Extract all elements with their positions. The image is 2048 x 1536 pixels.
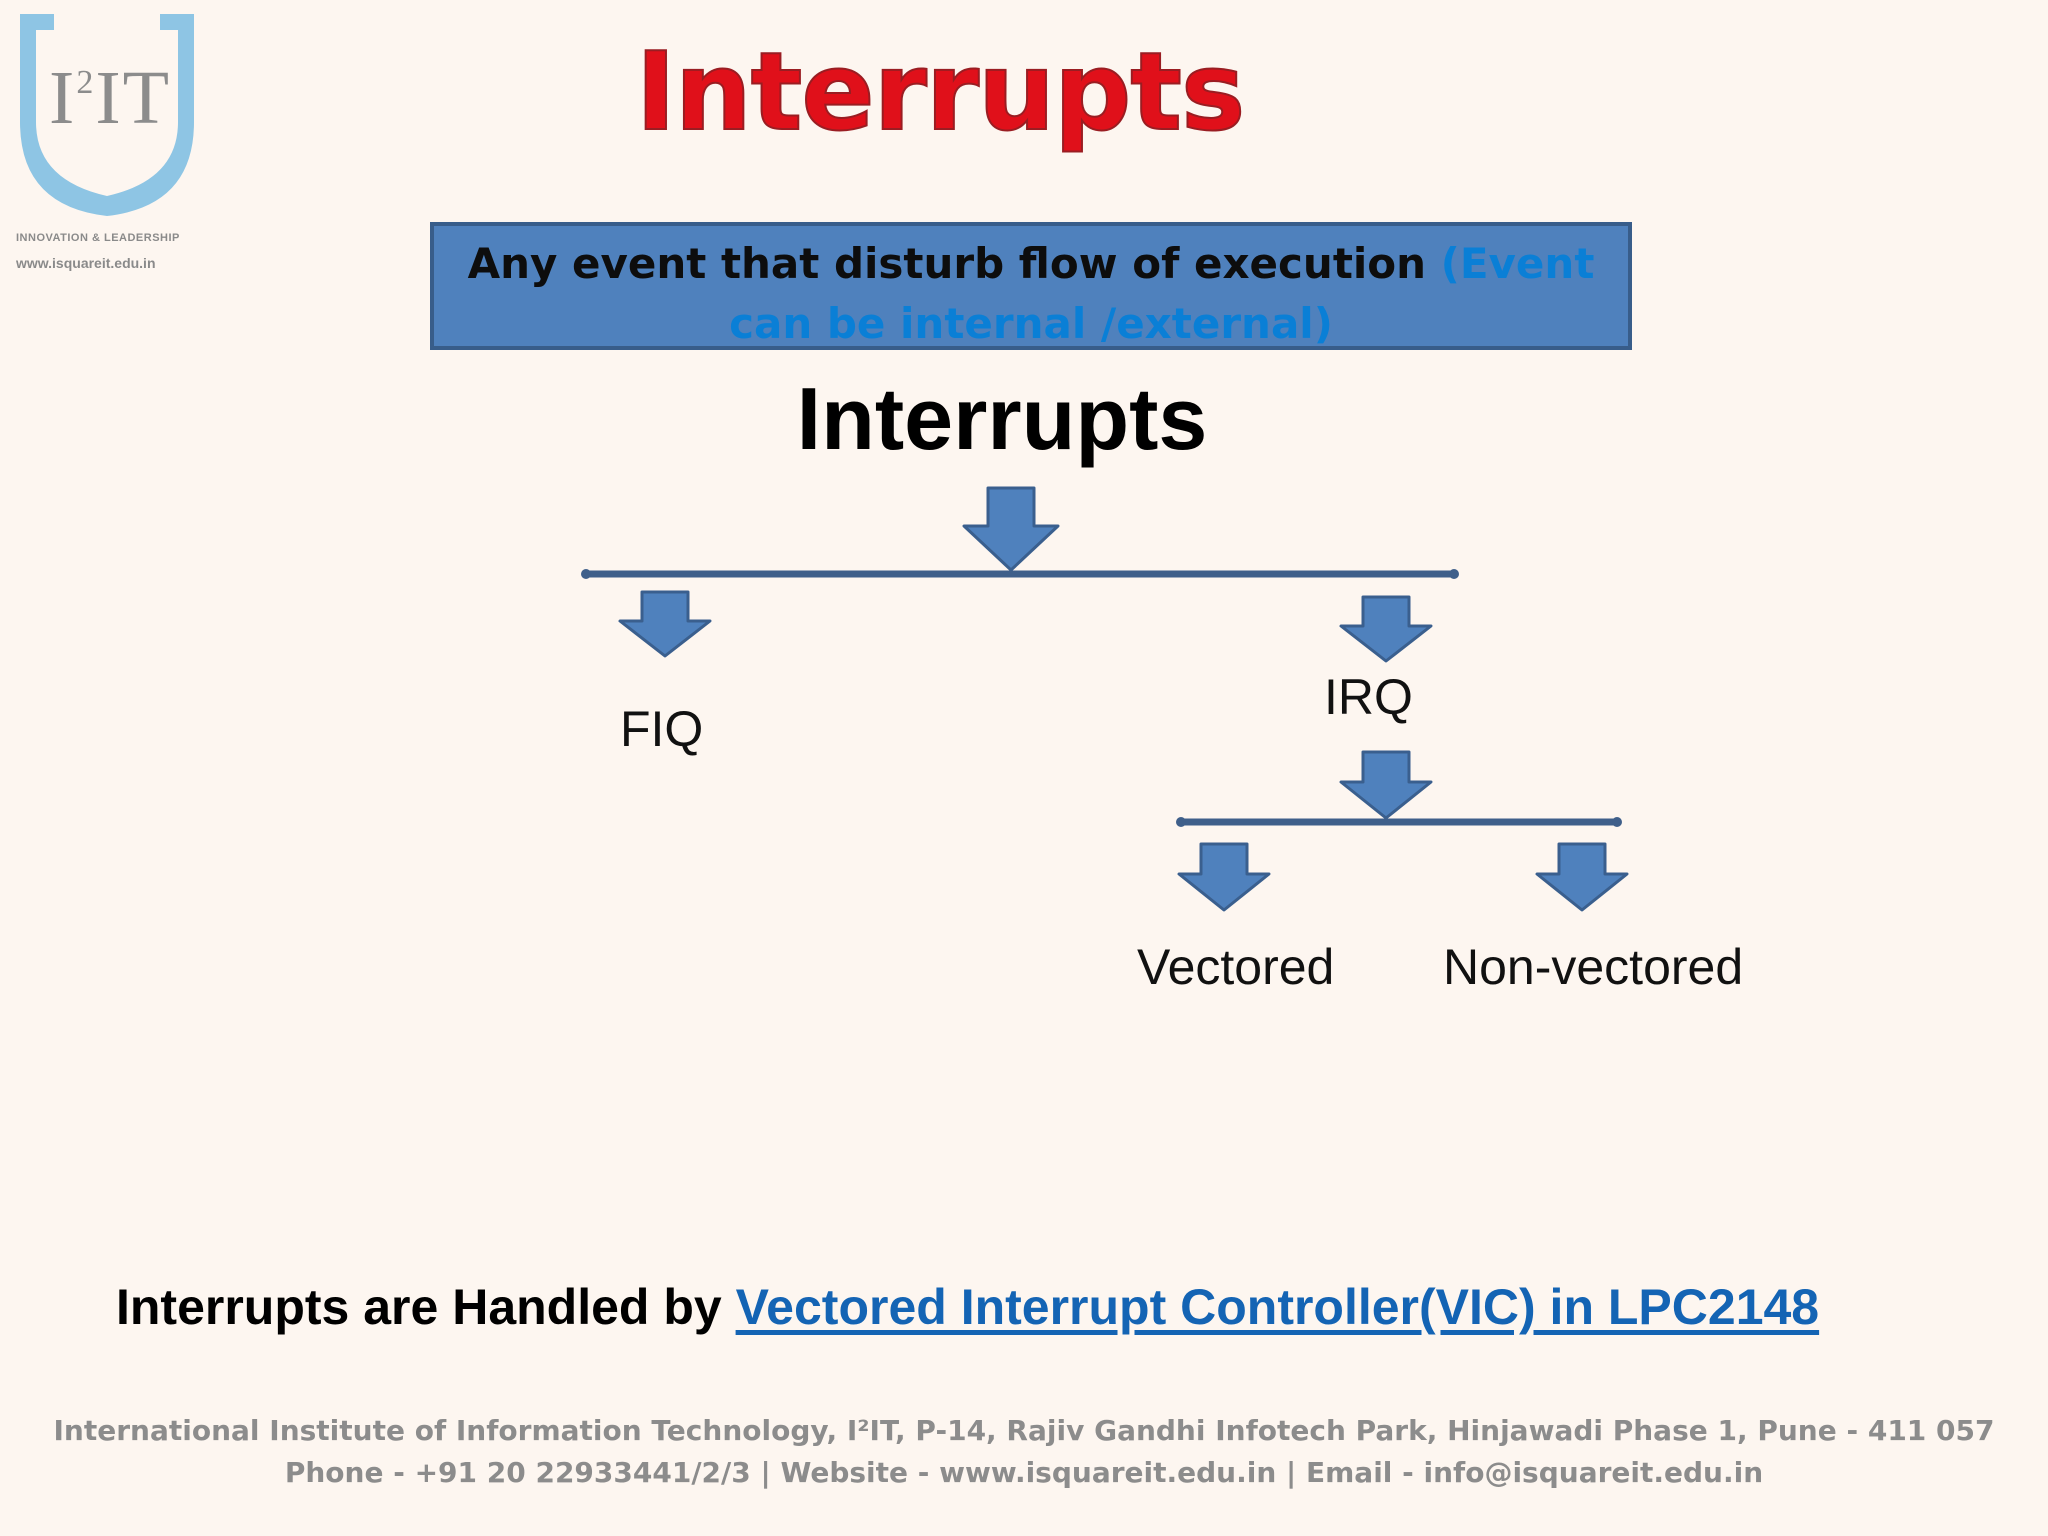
institute-logo: I2IT INNOVATION & LEADERSHIP www.isquare… [14,10,200,271]
footer-address: International Institute of Information T… [53,1414,1995,1447]
node-non-vectored: Non-vectored [1443,939,1744,995]
logo-url: www.isquareit.edu.in [16,255,156,271]
definition-box: Any event that disturb flow of execution… [430,222,1632,350]
slide-title: Interrupts [635,29,1247,156]
line-end-dot [1612,817,1622,827]
vic-link[interactable]: Vectored Interrupt Controller(VIC) in LP… [735,1279,1820,1335]
logo-mark-text: I2IT [49,56,172,140]
line-end-dot [581,569,591,579]
arrow-down-icon [1177,842,1271,912]
vic-statement: Interrupts are Handled by Vectored Inter… [116,1278,1819,1336]
statement-prefix: Interrupts are Handled by [116,1279,736,1335]
arrow-down-icon [962,486,1060,572]
definition-text: Any event that disturb flow of execution [467,239,1427,288]
node-vectored: Vectored [1137,939,1335,995]
footer-contact: Phone - +91 20 22933441/2/3 | Website - … [284,1456,1764,1489]
arrow-down-icon [1339,750,1433,820]
definition-note: (Event can be internal /external) [729,239,1595,348]
node-irq: IRQ [1324,669,1413,725]
arrow-down-icon [1535,842,1629,912]
arrow-down-icon [618,590,712,658]
line-end-dot [1176,817,1186,827]
arrow-down-icon [1339,595,1433,663]
diagram-root-label: Interrupts [796,369,1208,468]
line-end-dot [1449,569,1459,579]
node-fiq: FIQ [620,701,704,757]
footer: International Institute of Information T… [0,1410,2048,1494]
logo-tagline: INNOVATION & LEADERSHIP [16,232,180,244]
